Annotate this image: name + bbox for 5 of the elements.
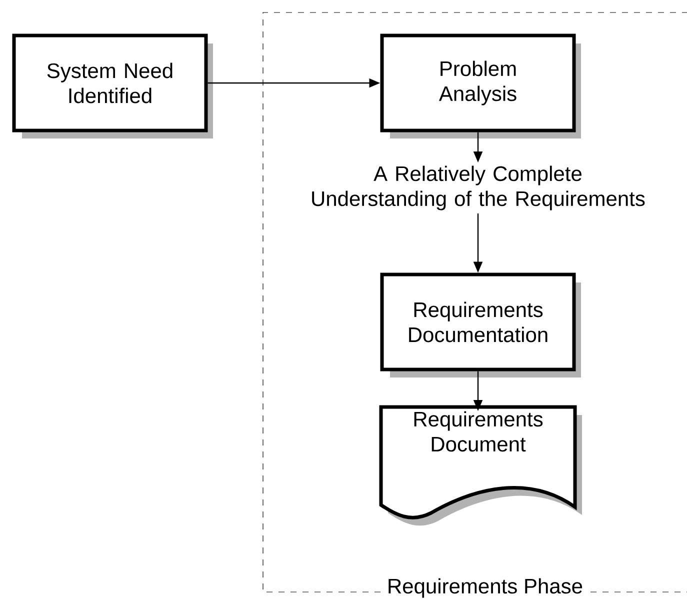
outcome-text: A Relatively Complete Understanding of the Requirements bbox=[312, 166, 645, 210]
process-box: System Need Identified bbox=[12, 34, 213, 138]
node-label: Requirements Phase bbox=[388, 578, 582, 598]
process-box: Requirements Documentation bbox=[380, 272, 581, 378]
process-box: Problem Analysis bbox=[380, 34, 581, 138]
